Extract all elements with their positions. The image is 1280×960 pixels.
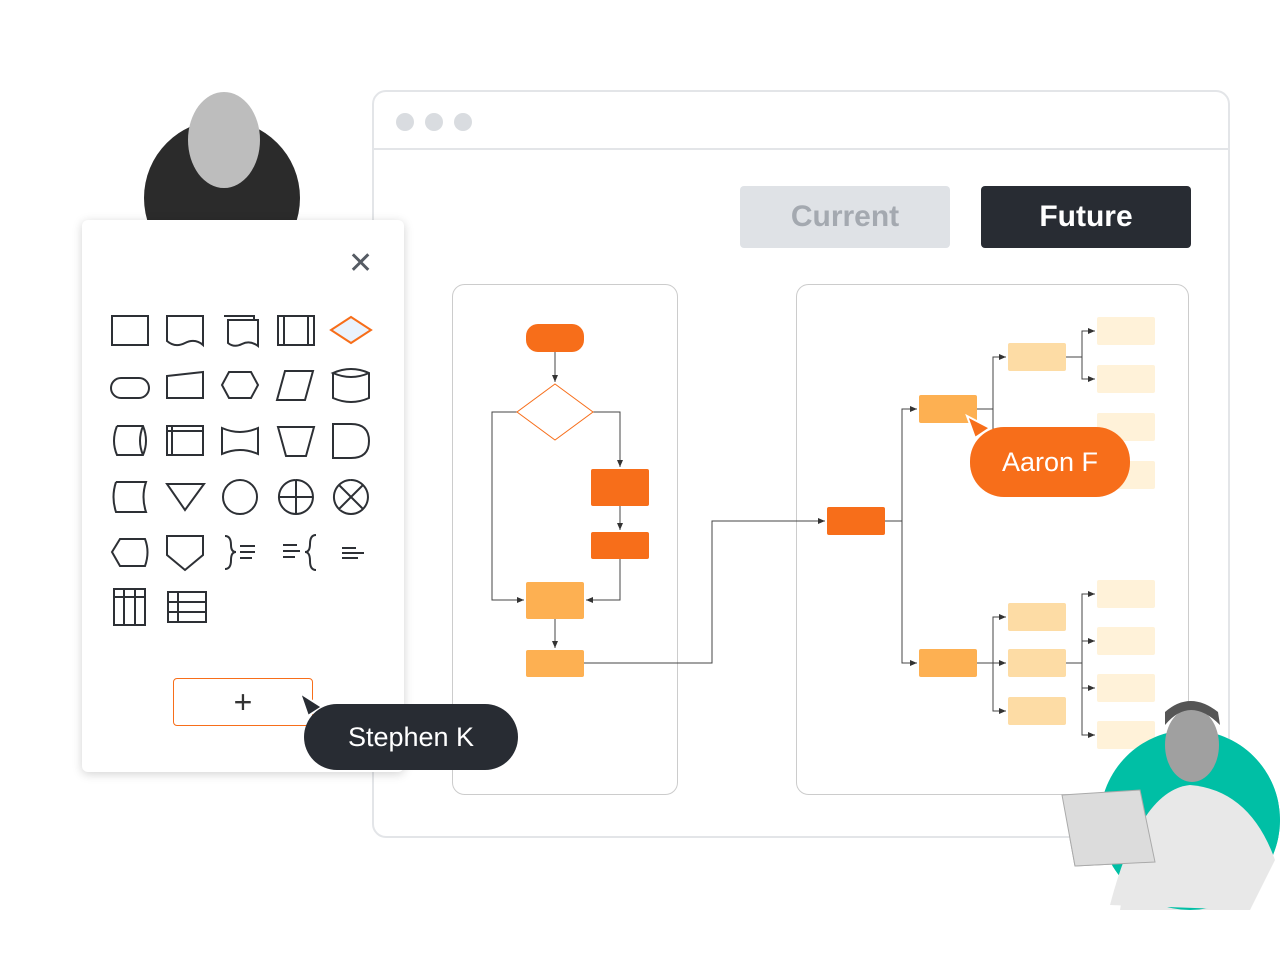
shape-annotation-right[interactable] (224, 535, 255, 570)
shape-grid (110, 315, 373, 626)
shape-annotation-left[interactable] (283, 534, 317, 571)
window-dot-maximize[interactable] (454, 113, 472, 131)
shape-horizontal-table[interactable] (167, 591, 207, 623)
shape-stored-data[interactable] (112, 481, 148, 513)
shape-connector[interactable] (222, 479, 258, 515)
shape-predefined-process[interactable] (277, 315, 315, 346)
shape-display[interactable] (110, 538, 149, 567)
avatar-stephen-face (188, 92, 260, 188)
shape-document[interactable] (166, 315, 204, 348)
shape-library-panel: ✕ (82, 220, 404, 772)
shape-or[interactable] (332, 479, 369, 515)
shape-direct-access-storage[interactable] (113, 425, 147, 456)
tab-current[interactable]: Current (740, 186, 950, 248)
window-dot-minimize[interactable] (425, 113, 443, 131)
shape-terminator[interactable] (110, 377, 150, 399)
window-dot-close[interactable] (396, 113, 414, 131)
aaron-cursor-label: Aaron F (970, 427, 1130, 497)
title-bar (374, 92, 1228, 150)
shape-summing-junction[interactable] (277, 479, 314, 515)
shape-merge[interactable] (165, 483, 206, 512)
shape-internal-storage[interactable] (166, 425, 204, 456)
tab-future[interactable]: Future (981, 186, 1191, 248)
close-icon[interactable]: ✕ (348, 247, 374, 280)
shape-manual-operation[interactable] (276, 426, 316, 457)
shape-vertical-table[interactable] (113, 588, 146, 626)
shape-off-page-link[interactable] (166, 535, 204, 572)
shape-database[interactable] (330, 368, 370, 403)
shape-punched-tape[interactable] (221, 426, 259, 456)
shape-preparation[interactable] (220, 371, 260, 399)
stephen-cursor-label: Stephen K (304, 704, 518, 770)
shape-delay[interactable] (332, 423, 371, 459)
shape-multi-document[interactable] (224, 315, 259, 348)
shape-decision[interactable] (329, 315, 373, 345)
shape-manual-input[interactable] (166, 370, 204, 399)
shape-text[interactable] (342, 547, 364, 559)
add-shapes-button[interactable]: + (173, 678, 313, 726)
shape-rectangle[interactable] (111, 315, 149, 346)
shape-data[interactable] (275, 370, 315, 401)
